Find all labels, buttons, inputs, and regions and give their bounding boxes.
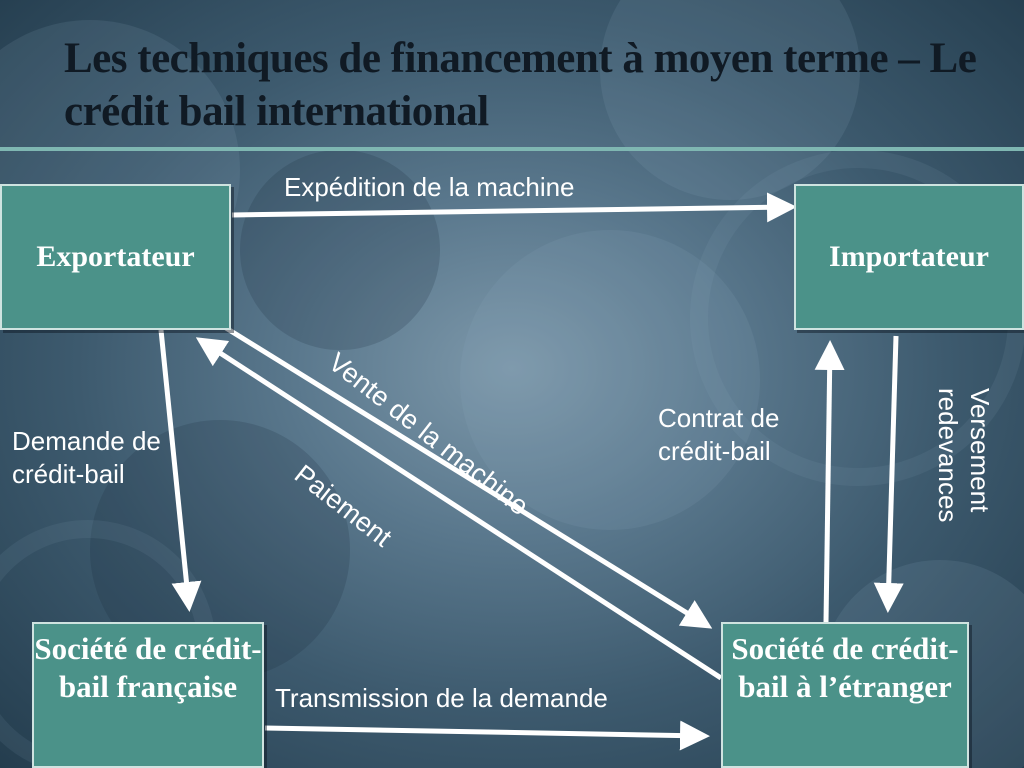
title-divider	[0, 147, 1024, 151]
arrow-contrat	[814, 340, 845, 623]
label-demande: Demande de crédit-bail	[12, 426, 161, 489]
arrow-paiement	[195, 337, 723, 681]
decorative-circle	[240, 150, 440, 350]
label-versement: Versement redevances	[933, 388, 995, 523]
label-contrat: Contrat de crédit-bail	[658, 403, 780, 466]
node-importateur: Importateur	[794, 184, 1024, 330]
arrow-expedition	[231, 192, 797, 223]
decorative-circle	[600, 0, 860, 200]
node-exportateur: Exportateur	[0, 184, 231, 330]
arrow-demande	[158, 329, 202, 612]
arrow-transmission	[264, 720, 710, 751]
node-societe-credit-bail-etranger: Société de crédit-bail à l’étranger	[721, 622, 969, 768]
arrow-vente	[224, 325, 713, 629]
label-transmission: Transmission de la demande	[275, 683, 608, 713]
node-societe-credit-bail-francaise: Société de crédit-bail française	[32, 622, 264, 768]
slide-title: Les techniques de financement à moyen te…	[64, 35, 977, 135]
label-expedition: Expédition de la machine	[284, 172, 575, 202]
arrow-versement	[873, 335, 904, 613]
